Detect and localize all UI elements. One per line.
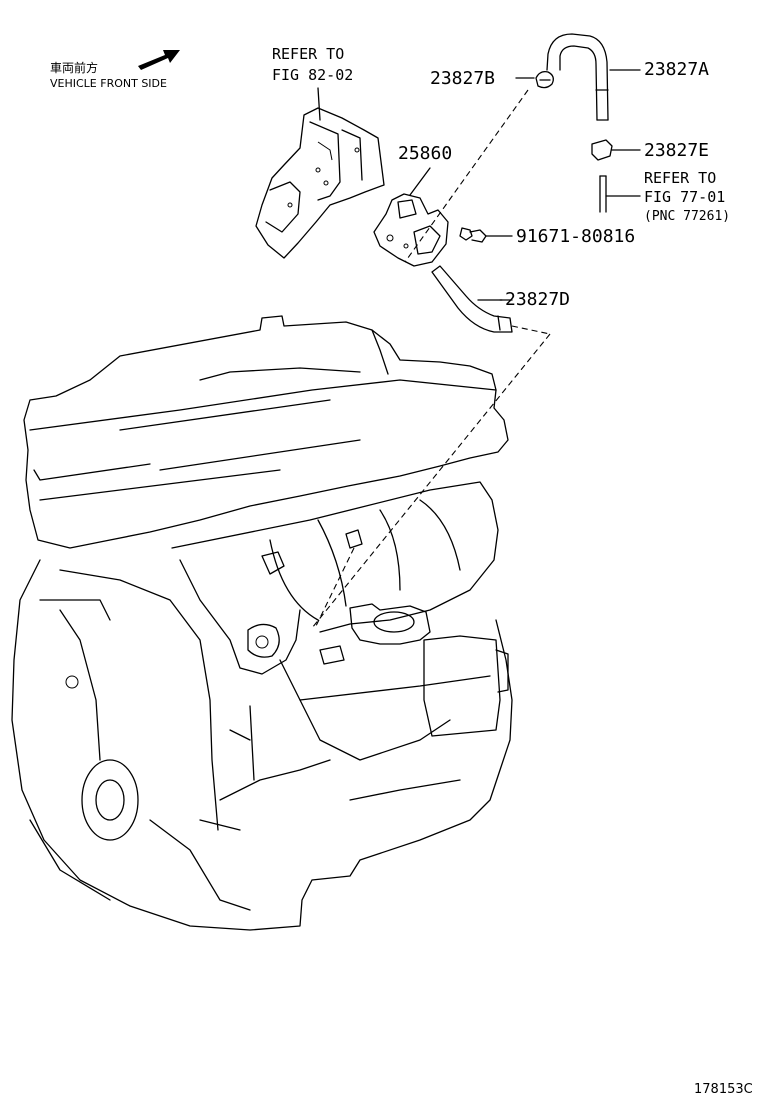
refer-fig77-line1: REFER TO xyxy=(644,169,717,187)
figure-code: 178153C xyxy=(694,1082,753,1097)
front-side-jp-label: 車両前方 xyxy=(50,61,99,75)
arrow-right-icon xyxy=(138,50,180,70)
pipe-fig77-drawing xyxy=(599,175,641,213)
hose-23827A-drawing xyxy=(546,33,609,121)
refer-fig82-line2: FIG 82-02 xyxy=(272,66,354,84)
part-number-23827E[interactable]: 23827E xyxy=(644,140,710,161)
part-number-91671-80816[interactable]: 91671-80816 xyxy=(516,226,636,247)
leader-25860 xyxy=(409,167,431,196)
leader-fig82 xyxy=(317,87,321,121)
assembly-dashed-lines xyxy=(311,89,551,629)
vsv-25860-drawing xyxy=(373,193,449,267)
engine-bracket-drawing xyxy=(255,107,385,259)
engine-block-drawing xyxy=(11,315,513,931)
part-number-25860[interactable]: 25860 xyxy=(398,143,453,164)
refer-fig77-line2: FIG 77-01 xyxy=(644,188,726,206)
hose-23827D-drawing xyxy=(431,265,513,333)
part-number-23827A[interactable]: 23827A xyxy=(644,59,710,80)
cap-23827E-drawing xyxy=(591,139,641,161)
refer-fig77-line3: (PNC 77261) xyxy=(644,209,731,224)
part-number-23827B[interactable]: 23827B xyxy=(430,68,496,89)
clamp-23827B-drawing xyxy=(535,70,554,89)
bolt-91671-drawing xyxy=(459,227,513,243)
part-number-23827D[interactable]: 23827D xyxy=(505,289,571,310)
front-side-en-label: VEHICLE FRONT SIDE xyxy=(50,77,167,90)
refer-fig82-line1: REFER TO xyxy=(272,45,345,63)
